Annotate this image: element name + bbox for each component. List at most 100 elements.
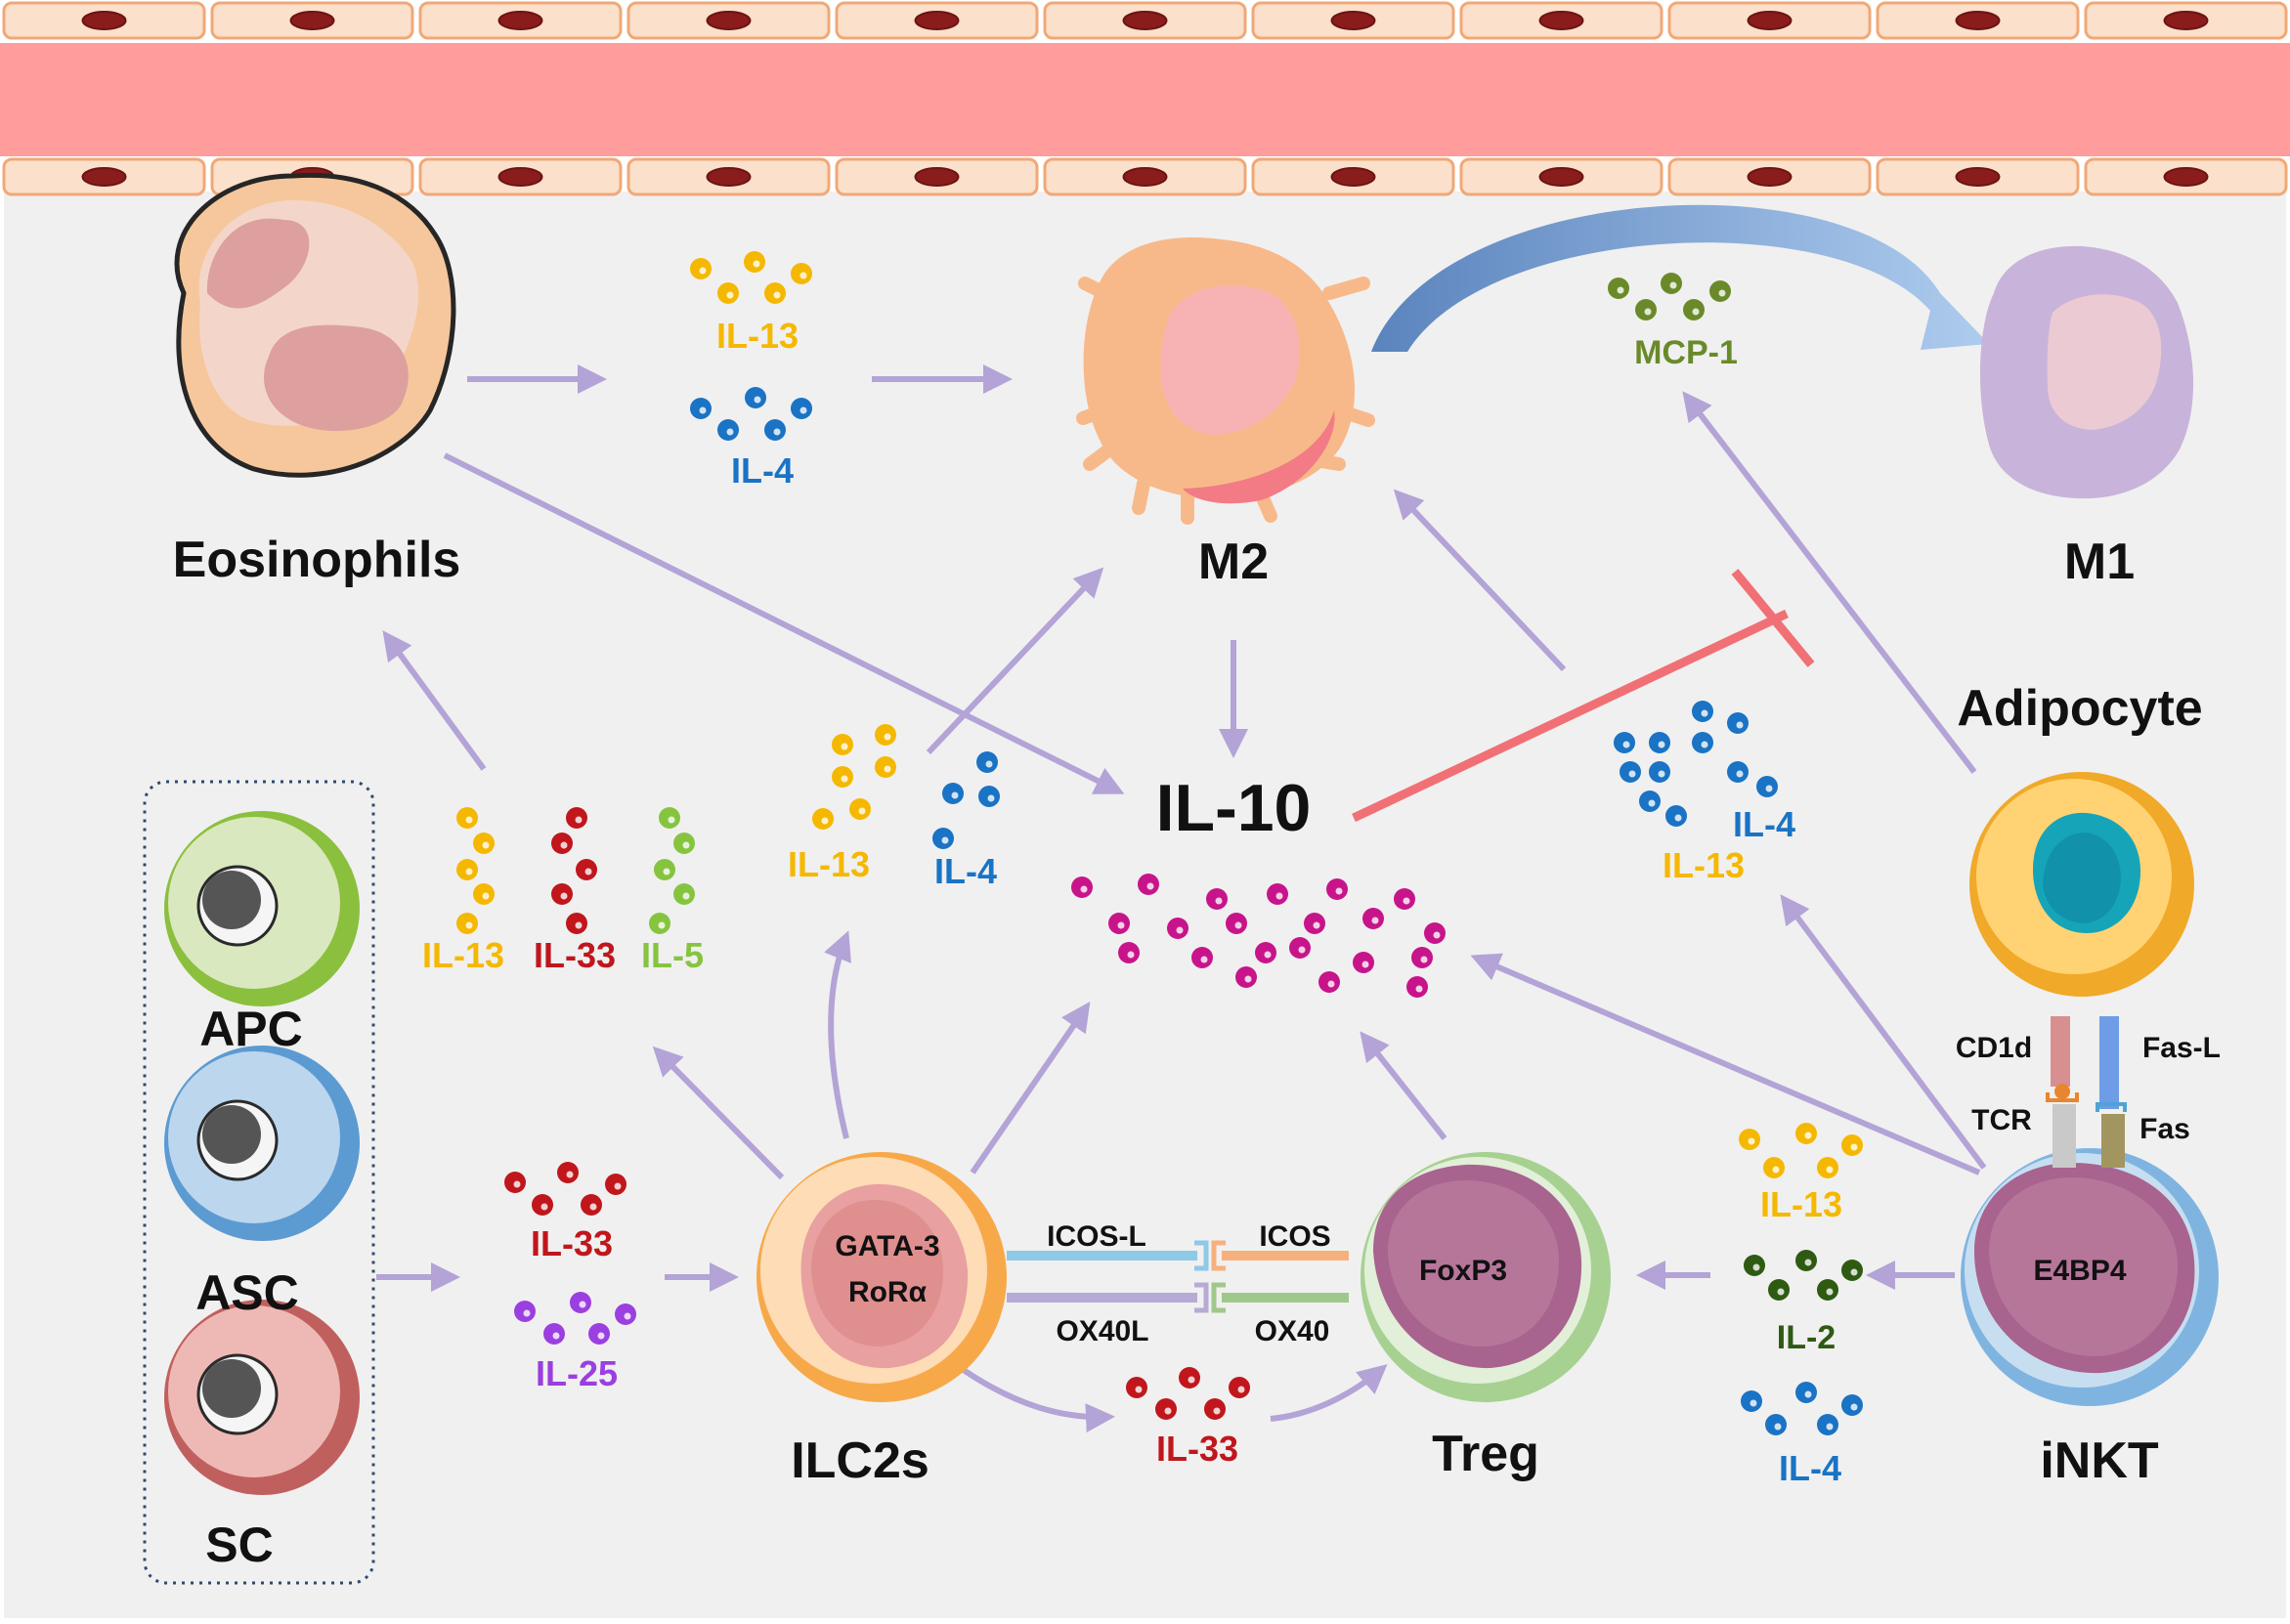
m2-macrophage-cell — [1076, 237, 1375, 525]
tcr-label: TCR — [1971, 1104, 2032, 1136]
blood-vessel — [0, 1, 2290, 196]
il10-dot-highlight — [1215, 897, 1223, 905]
ilc2-in-il33-label: IL-33 — [531, 1223, 613, 1263]
endothelial-nucleus — [1955, 11, 2001, 30]
endothelial-nucleus — [1122, 167, 1168, 187]
inkt-cell — [1961, 1148, 2219, 1406]
icos-l-label: ICOS-L — [1047, 1220, 1146, 1253]
vessel-lumen — [0, 43, 2290, 156]
il33-dot-highlight — [614, 1182, 622, 1190]
inkt-treg-il2-label: IL-2 — [1777, 1319, 1836, 1356]
cd1d-label: CD1d — [1956, 1032, 2032, 1064]
treg-cell — [1361, 1152, 1611, 1402]
fas-l-receptor — [2099, 1016, 2119, 1109]
il4-dot-highlight — [1736, 721, 1744, 729]
il4-dot-highlight — [1658, 770, 1665, 778]
ox40l-bar — [1007, 1293, 1197, 1303]
apc-label: APC — [199, 1002, 303, 1056]
endothelial-nucleus — [1747, 167, 1793, 187]
il33-dot-highlight — [575, 921, 583, 929]
il13-dot-highlight — [858, 807, 866, 815]
ilc2s-label: ILC2s — [791, 1432, 929, 1489]
m2-label: M2 — [1198, 534, 1269, 590]
arrow-ilc2-to-il10 — [970, 1002, 1091, 1175]
endothelial-nucleus — [1747, 11, 1793, 30]
il25-dot-highlight — [523, 1309, 531, 1317]
il13-dot-highlight — [1748, 1137, 1755, 1145]
treg-label: Treg — [1432, 1426, 1539, 1482]
il10-inhibition — [1352, 569, 1815, 823]
il10-dot-highlight — [1335, 887, 1343, 895]
inhibition-line — [1352, 609, 1789, 823]
adipocyte-cell — [1969, 772, 2194, 997]
inkt-m2-il13-label: IL-13 — [1663, 845, 1745, 885]
il13-dot-highlight — [465, 868, 473, 876]
il4-dot-highlight — [1658, 741, 1665, 748]
sc-label: SC — [205, 1517, 273, 1572]
il4-dot-highlight — [1850, 1403, 1858, 1411]
endothelial-nucleus — [914, 167, 960, 187]
apc-cell — [164, 811, 360, 1006]
ox40l-label: OX40L — [1056, 1315, 1148, 1347]
ox40-label: OX40 — [1255, 1315, 1330, 1347]
il10-dot-highlight — [1127, 951, 1135, 959]
endothelial-nucleus — [914, 11, 960, 30]
il2-dot-highlight — [1752, 1263, 1760, 1271]
il13-dot-highlight — [1826, 1166, 1834, 1174]
il33-dot-highlight — [1135, 1386, 1143, 1393]
endothelium-top — [2, 1, 2288, 40]
il25-dot-highlight — [579, 1301, 586, 1308]
il10-dot-highlight — [1200, 956, 1208, 963]
il4-dot-highlight — [985, 760, 993, 768]
il10-dot-highlight — [1420, 956, 1428, 963]
il33-dot-highlight — [1237, 1386, 1245, 1393]
il4-dot-highlight — [1648, 799, 1656, 807]
icos-bar — [1222, 1251, 1349, 1261]
eos-m2-il13-label: IL-13 — [716, 316, 799, 356]
il4-dot-highlight — [1628, 770, 1636, 778]
il13-dot-highlight — [821, 817, 829, 825]
il10-dot-highlight — [1327, 980, 1335, 988]
il4-dot-highlight — [1736, 770, 1744, 778]
endothelial-nucleus — [2163, 11, 2209, 30]
endothelial-nucleus — [81, 167, 127, 187]
il5-dot-highlight — [668, 816, 675, 824]
ilc2-out-il13-label: IL-13 — [422, 935, 504, 975]
endothelial-nucleus — [2163, 167, 2209, 187]
inkt-e4bp4-label: E4BP4 — [2033, 1255, 2126, 1287]
il4-dot-highlight — [1774, 1423, 1782, 1431]
il5-dot-highlight — [682, 841, 690, 849]
inkt-treg-il4-label: IL-4 — [1779, 1448, 1841, 1488]
il13-dot-highlight — [699, 267, 707, 275]
il13-dot-highlight — [1772, 1166, 1780, 1174]
fas-label: Fas — [2139, 1113, 2190, 1145]
ox40-bar — [1222, 1293, 1349, 1303]
endothelium-bottom — [2, 157, 2288, 196]
sc-cell — [164, 1300, 360, 1495]
arrow-ilc2-to-il5-group — [652, 1046, 785, 1180]
il25-dot-highlight — [597, 1332, 605, 1340]
il10-dot-highlight — [1298, 946, 1306, 954]
il4-dot-highlight — [951, 791, 959, 799]
arrow-inkt-cytokines-to-m2 — [1393, 489, 1567, 672]
il10-dot-highlight — [1313, 921, 1320, 929]
arrow-inkt-to-il10 — [1470, 953, 1981, 1175]
il5-dot-highlight — [663, 868, 670, 876]
mcp1-dot-highlight — [1644, 308, 1652, 316]
il10-dot-highlight — [1264, 951, 1272, 959]
il13-dot-highlight — [465, 921, 473, 929]
il10-dot-highlight — [1371, 917, 1379, 924]
il25-dot-highlight — [624, 1312, 631, 1320]
nucleus-labels: GATA-3 RoRα FoxP3 E4BP4 — [835, 1230, 2126, 1308]
il4-dot-highlight — [1765, 785, 1773, 792]
il10-dot-highlight — [1146, 882, 1154, 890]
ilc2-cell — [756, 1152, 1007, 1402]
mcp1-label: MCP-1 — [1634, 334, 1738, 371]
eos-m2-il4-label: IL-4 — [731, 450, 794, 491]
il4-dot-highlight — [726, 428, 734, 436]
endothelial-nucleus — [81, 11, 127, 30]
receptor-labels: ICOS-L ICOS OX40L OX40 CD1d Fas-L TCR Fa… — [1047, 1032, 2221, 1347]
eosinophils-label: Eosinophils — [173, 532, 461, 588]
mcp1-dot-highlight — [1617, 286, 1624, 294]
endothelial-nucleus — [1122, 11, 1168, 30]
